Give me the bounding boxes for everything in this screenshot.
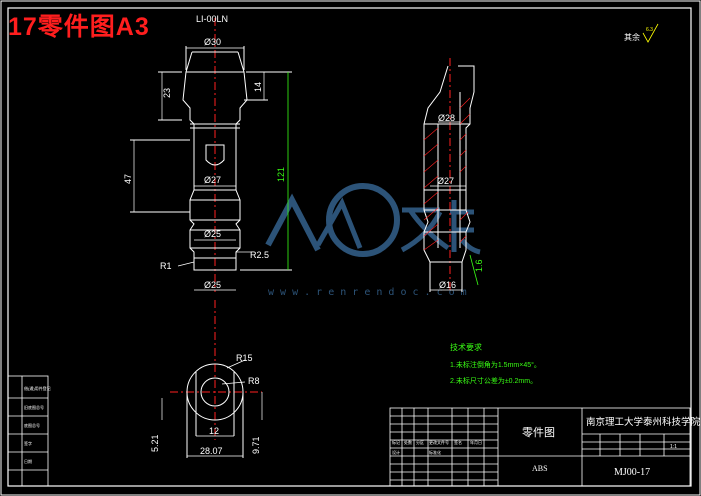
dim-section-d16: Ø16	[439, 280, 456, 290]
dim-section-1-6: 1.6	[474, 259, 484, 272]
dim-23: 23	[162, 88, 172, 98]
section-view	[423, 58, 475, 292]
title-material: ABS	[532, 464, 548, 473]
roughness-label: 其余	[624, 32, 640, 42]
top-left-code: LI-00LN	[196, 14, 228, 24]
front-view-dimension-lines	[133, 47, 265, 291]
dim-line-1-6	[469, 254, 479, 286]
dim-r1: R1	[160, 261, 172, 271]
dim-d30: Ø30	[204, 37, 221, 47]
title-cell-date: 年月日	[470, 439, 482, 445]
dim-w28-07: 28.07	[200, 446, 223, 456]
title-cell-sign: 签名	[454, 439, 462, 445]
title-scale: 1:1	[670, 444, 677, 450]
tech-requirements: 技术要求 1.未标注倒角为1.5mm×45°。 2.未标尺寸公差为±0.2mm。	[450, 342, 541, 385]
sidebar-item-1: 借(通)用件登记	[24, 385, 51, 391]
bottom-view	[161, 300, 263, 458]
dim-d25-upper: Ø25	[204, 229, 221, 239]
tech-req-item-2: 2.未标尺寸公差为±0.2mm。	[450, 376, 537, 385]
dim-47: 47	[123, 174, 133, 184]
title-cell-change: 更改文件号	[429, 439, 449, 445]
dim-121: 121	[276, 167, 286, 182]
sheet-inner-border	[7, 7, 692, 487]
dim-h5-21: 5.21	[150, 434, 160, 452]
dim-r15: R15	[236, 353, 253, 363]
section-hatch	[423, 97, 471, 251]
dim-h9-71: 9.71	[251, 436, 261, 454]
watermark-url: w w w . r e n r e n d o c . c o m	[268, 287, 467, 298]
dim-r2-5: R2.5	[250, 250, 269, 260]
dim-14: 14	[253, 82, 263, 92]
title-cell-mark: 标记	[392, 439, 400, 445]
title-block	[389, 407, 691, 487]
page-title: 17零件图A3	[8, 13, 150, 41]
title-cell-count: 处数	[404, 439, 412, 445]
dim-d25-lower: Ø25	[204, 280, 221, 290]
title-drawing-number: MJ00-17	[614, 467, 650, 478]
roughness-symbol: 其余 6.3	[624, 23, 659, 43]
title-cell-zone: 分区	[416, 439, 424, 445]
dim-section-d27: Ø27	[437, 176, 454, 186]
sidebar-item-4: 签字	[24, 440, 32, 446]
dim-section-d28: Ø28	[438, 113, 455, 123]
tech-req-title: 技术要求	[450, 342, 482, 352]
title-part-name: 零件图	[522, 426, 555, 439]
sidebar-item-2: 旧底图总号	[24, 404, 44, 410]
title-cell-design: 设计	[392, 449, 400, 455]
title-cell-standardize: 标准化	[429, 449, 441, 455]
dim-w12: 12	[209, 426, 219, 436]
tech-req-item-1: 1.未标注倒角为1.5mm×45°。	[450, 360, 541, 369]
sidebar-item-3: 底图总号	[24, 422, 40, 428]
left-sidebar-table	[7, 375, 49, 487]
dim-r8: R8	[248, 376, 260, 386]
title-school: 南京理工大学泰州科技学院	[586, 416, 701, 428]
dim-d27: Ø27	[204, 175, 221, 185]
roughness-value: 6.3	[646, 27, 653, 33]
sidebar-item-5: 日期	[24, 458, 32, 464]
